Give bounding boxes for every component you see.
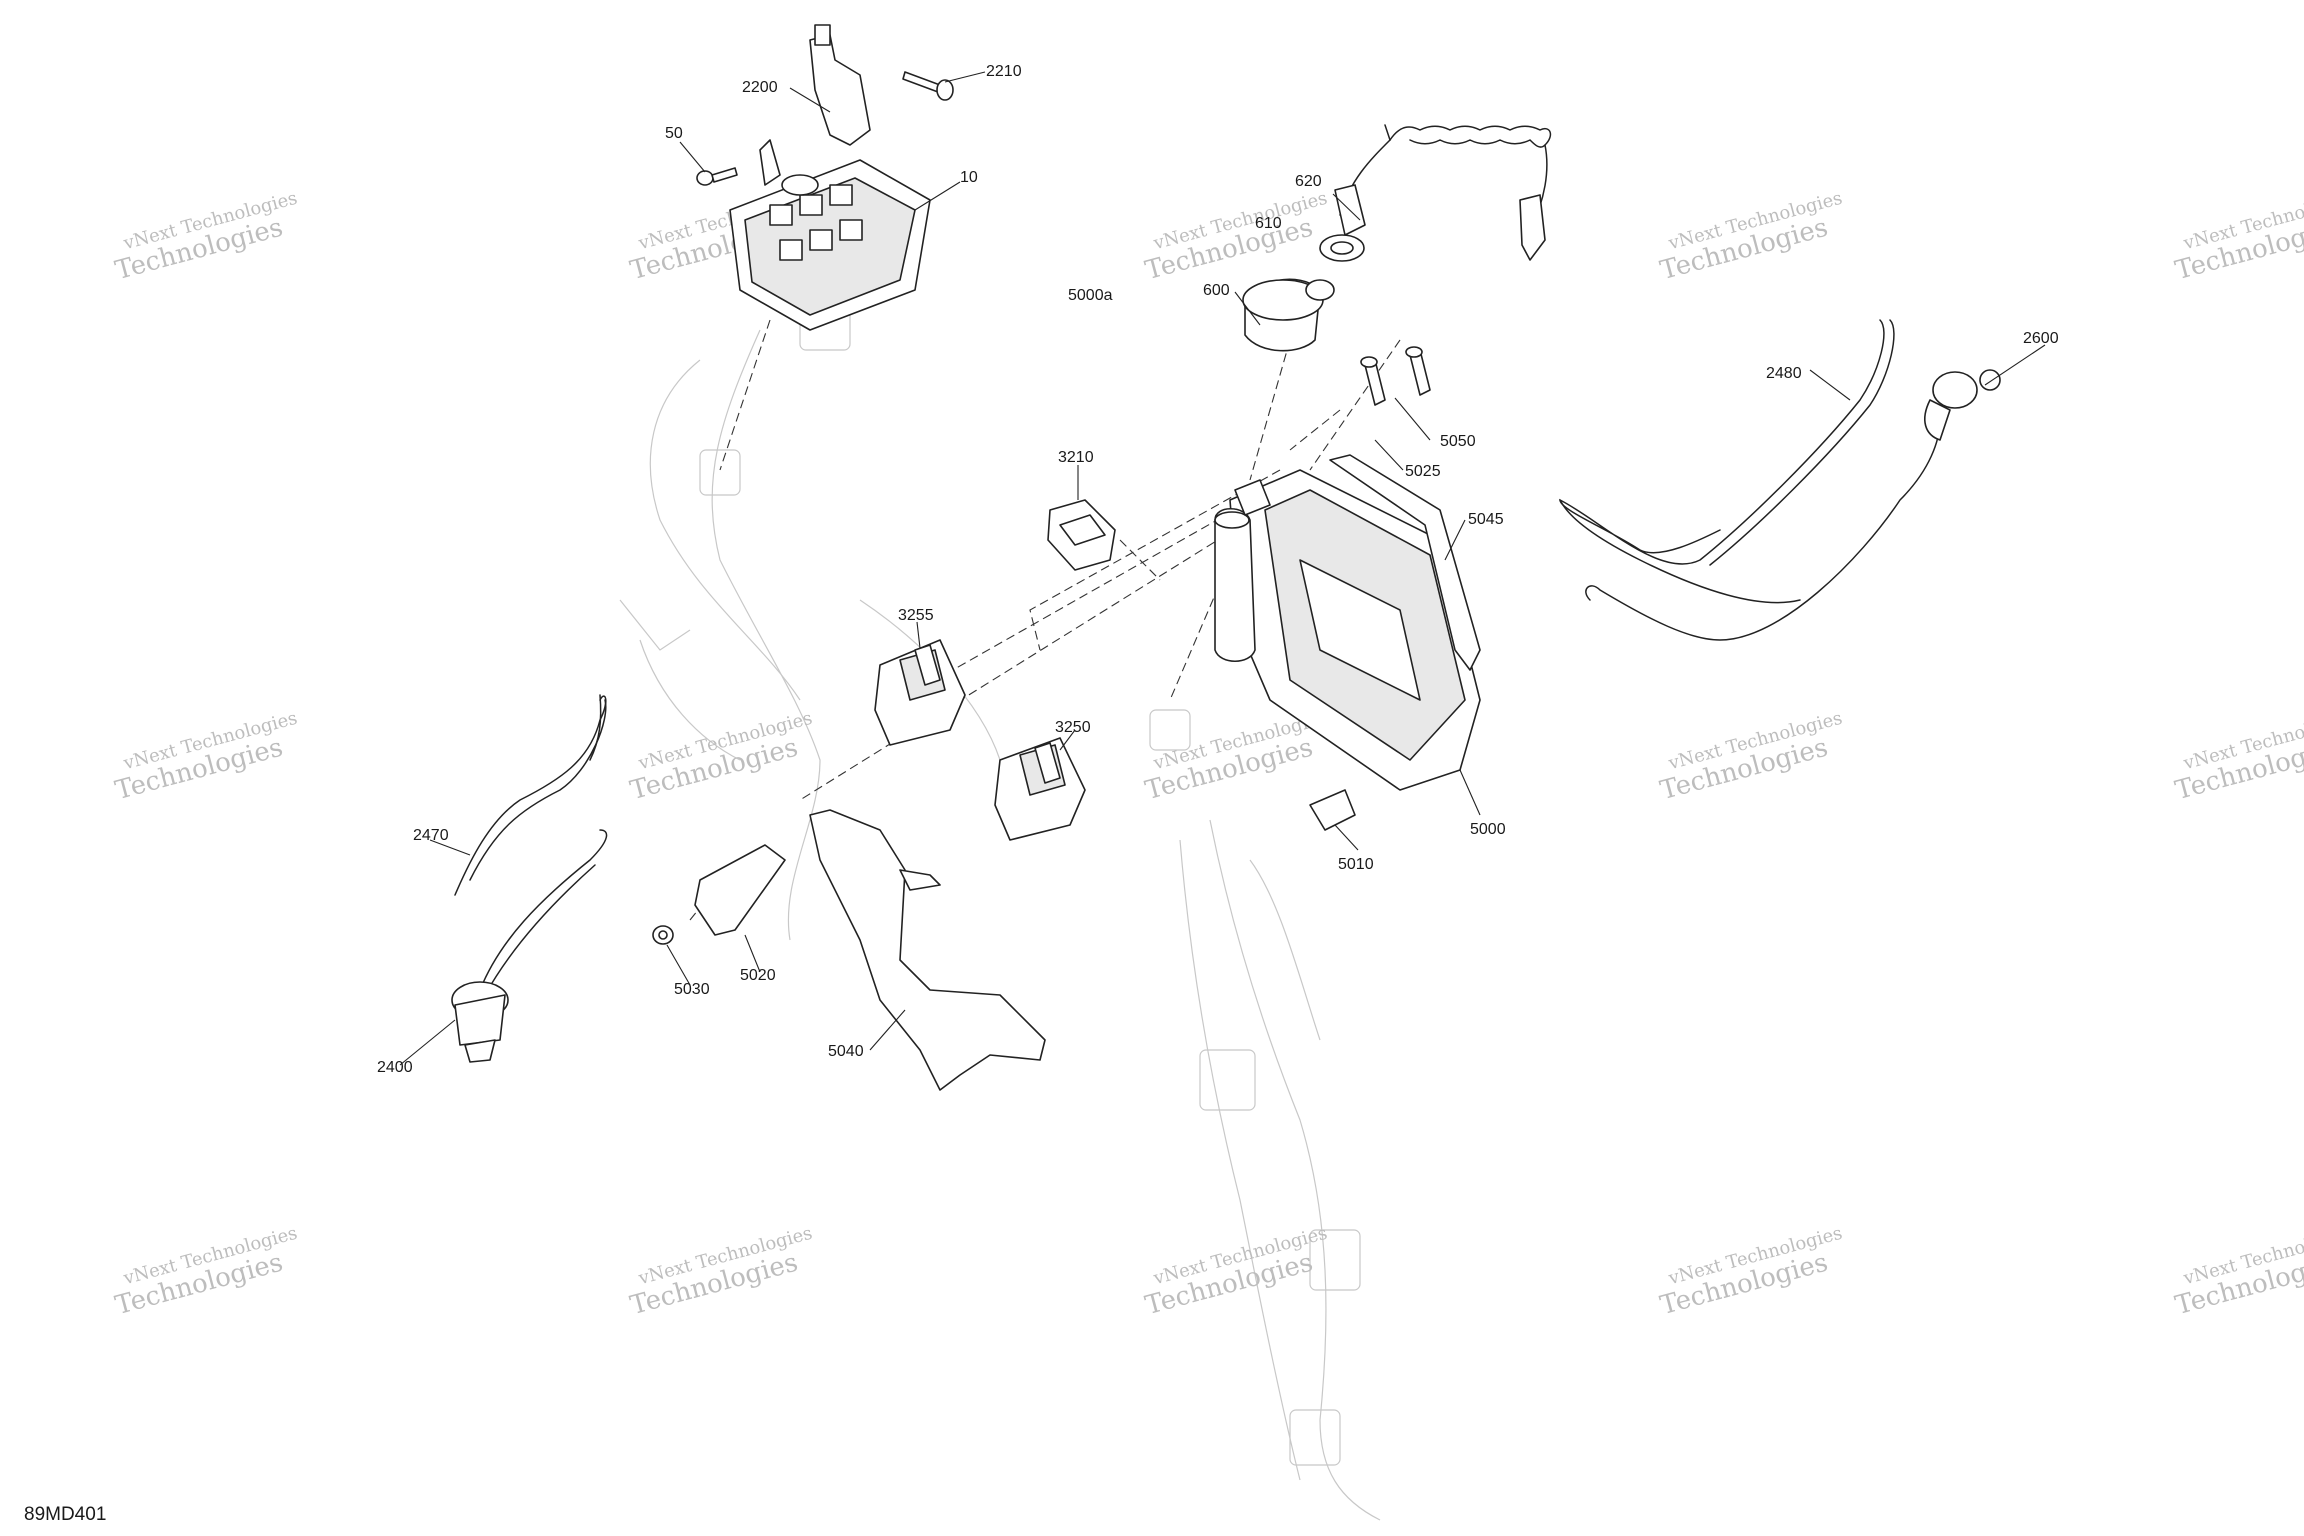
callout-600: 600 — [1203, 282, 1230, 299]
callout-2470: 2470 — [413, 827, 449, 844]
callout-5045: 5045 — [1468, 511, 1504, 528]
callout-2400: 2400 — [377, 1059, 413, 1076]
assembly-lines — [689, 319, 1401, 921]
callout-10: 10 — [960, 169, 978, 186]
bracket-5020 — [694, 844, 786, 936]
callout-5025: 5025 — [1405, 463, 1441, 480]
callout-5000: 5000 — [1470, 821, 1506, 838]
tether-620 — [1334, 124, 1552, 261]
callout-5010: 5010 — [1338, 856, 1374, 873]
sensor-2600 — [1924, 369, 2001, 441]
bracket-5045 — [1329, 454, 1481, 671]
callout-3210: 3210 — [1058, 449, 1094, 466]
callout-2200: 2200 — [742, 79, 778, 96]
fuse-box-10 — [729, 139, 931, 331]
sensor-2200 — [809, 24, 871, 146]
connector-3210 — [1047, 499, 1116, 571]
screw-2210 — [902, 71, 954, 101]
sensor-2400 — [451, 829, 608, 1063]
callout-620: 620 — [1295, 173, 1322, 190]
callout-3255: 3255 — [898, 607, 934, 624]
switch-3255 — [874, 639, 966, 746]
callout-2480: 2480 — [1766, 365, 1802, 382]
callout-50: 50 — [665, 125, 683, 142]
callout-5030: 5030 — [674, 981, 710, 998]
callout-2600: 2600 — [2023, 330, 2059, 347]
bolts-5050-5025 — [1360, 346, 1431, 406]
switch-3250 — [994, 737, 1086, 841]
screw-50 — [696, 167, 738, 186]
callout-5020: 5020 — [740, 967, 776, 984]
drawing-code: 89MD401 — [24, 1504, 106, 1525]
cable-2480 — [1559, 319, 1941, 641]
cable-2470 — [454, 694, 607, 896]
ghost-harness — [619, 299, 1381, 1521]
callout-5040: 5040 — [828, 1043, 864, 1060]
bracket-5040 — [809, 809, 1046, 1091]
callout-5000a: 5000a — [1068, 287, 1113, 304]
callout-5050: 5050 — [1440, 433, 1476, 450]
leader-lines — [399, 71, 2046, 1066]
callout-labels: 2210 2200 50 10 5000a 620 610 600 5050 5… — [377, 63, 2059, 1076]
callout-2210: 2210 — [986, 63, 1022, 80]
clip-5010 — [1309, 789, 1356, 831]
key-switch-600 — [1242, 278, 1335, 352]
callout-610: 610 — [1255, 215, 1282, 232]
callout-3250: 3250 — [1055, 719, 1091, 736]
nut-610 — [1319, 234, 1365, 262]
nut-5030 — [652, 925, 674, 945]
